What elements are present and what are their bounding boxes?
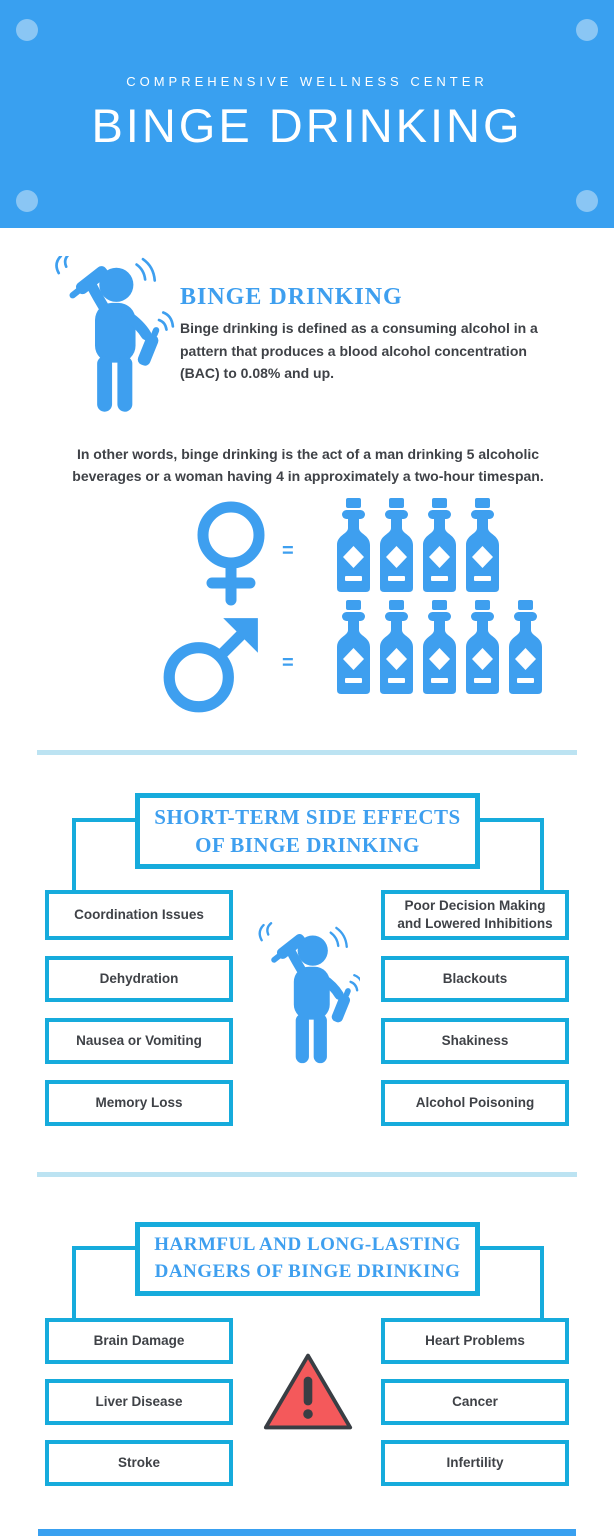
corner-dot-icon bbox=[576, 190, 598, 212]
bottle-icon bbox=[509, 600, 542, 694]
connector-line bbox=[72, 1246, 135, 1250]
connector-line bbox=[480, 1246, 544, 1250]
female-symbol-icon bbox=[192, 500, 270, 606]
connector-line bbox=[540, 1246, 544, 1318]
drinking-person-icon bbox=[258, 922, 365, 1064]
connector-line bbox=[540, 818, 544, 892]
danger-box: Brain Damage bbox=[45, 1318, 233, 1364]
warning-triangle-icon bbox=[262, 1350, 354, 1434]
effect-box: Dehydration bbox=[45, 956, 233, 1002]
effect-box: Shakiness bbox=[381, 1018, 569, 1064]
connector-line bbox=[72, 818, 76, 892]
male-symbol-icon bbox=[158, 612, 264, 718]
bottle-icon bbox=[337, 600, 370, 694]
footer-bar bbox=[38, 1529, 576, 1536]
woman-bottle-row bbox=[333, 498, 503, 594]
equals-sign: = bbox=[282, 652, 294, 674]
man-bottle-row bbox=[333, 600, 546, 696]
page-title: BINGE DRINKING bbox=[91, 99, 523, 152]
drinking-person-icon bbox=[256, 920, 365, 1072]
bottle-icon bbox=[466, 498, 499, 592]
corner-dot-icon bbox=[16, 19, 38, 41]
definition-text: Binge drinking is defined as a consuming… bbox=[180, 320, 538, 382]
drinking-person-icon bbox=[46, 252, 176, 416]
bottle-icon bbox=[380, 498, 413, 592]
bottle-icon bbox=[423, 498, 456, 592]
short-term-heading-line1: SHORT-TERM SIDE EFFECTS bbox=[154, 804, 461, 829]
bottle-icon bbox=[337, 498, 370, 592]
effect-box: Nausea or Vomiting bbox=[45, 1018, 233, 1064]
bottle-icon bbox=[380, 600, 413, 694]
definition-heading: BINGE DRINKING bbox=[180, 284, 403, 310]
organization-name: COMPREHENSIVE WELLNESS CENTER bbox=[126, 74, 488, 89]
drinking-person-icon bbox=[55, 252, 175, 412]
connector-line bbox=[72, 1246, 76, 1318]
bottle-icon bbox=[466, 600, 499, 694]
effect-box: Alcohol Poisoning bbox=[381, 1080, 569, 1126]
bottle-icon bbox=[423, 600, 456, 694]
connector-line bbox=[72, 818, 135, 822]
equivalence-text: In other words, binge drinking is the ac… bbox=[72, 446, 544, 485]
corner-dot-icon bbox=[16, 190, 38, 212]
effect-box: Coordination Issues bbox=[45, 890, 233, 940]
equals-sign: = bbox=[282, 540, 294, 562]
long-term-heading-line1: HARMFUL AND LONG-LASTING bbox=[154, 1234, 461, 1256]
effect-box: Blackouts bbox=[381, 956, 569, 1002]
danger-box: Liver Disease bbox=[45, 1379, 233, 1425]
long-term-heading-box: HARMFUL AND LONG-LASTING DANGERS OF BING… bbox=[135, 1222, 480, 1296]
effect-box: Poor Decision Making and Lowered Inhibit… bbox=[381, 890, 569, 940]
danger-box: Stroke bbox=[45, 1440, 233, 1486]
effect-box: Memory Loss bbox=[45, 1080, 233, 1126]
long-term-heading-line2: DANGERS OF BINGE DRINKING bbox=[154, 1261, 461, 1282]
header-banner: COMPREHENSIVE WELLNESS CENTER BINGE DRIN… bbox=[0, 0, 614, 228]
danger-box: Infertility bbox=[381, 1440, 569, 1486]
corner-dot-icon bbox=[576, 19, 598, 41]
danger-box: Heart Problems bbox=[381, 1318, 569, 1364]
short-term-heading-line2: OF BINGE DRINKING bbox=[195, 833, 420, 857]
connector-line bbox=[480, 818, 544, 822]
danger-box: Cancer bbox=[381, 1379, 569, 1425]
section-divider bbox=[37, 750, 577, 755]
section-divider bbox=[37, 1172, 577, 1177]
short-term-heading-box: SHORT-TERM SIDE EFFECTS OF BINGE DRINKIN… bbox=[135, 793, 480, 869]
